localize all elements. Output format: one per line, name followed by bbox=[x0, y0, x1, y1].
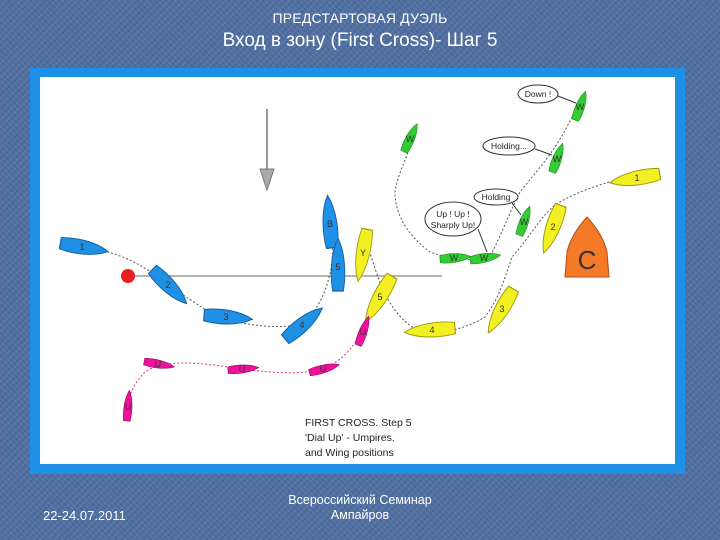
marker-n3-yellow: 3 bbox=[499, 304, 504, 314]
marker-n2-blue: 2 bbox=[165, 280, 170, 290]
start-pin-mark bbox=[121, 269, 135, 283]
bubble-up bbox=[424, 201, 482, 237]
marker-w-6: W bbox=[406, 134, 415, 144]
marker-n4-blue: 4 bbox=[299, 320, 304, 330]
marker-n3-blue: 3 bbox=[223, 312, 228, 322]
marker-w-2: W bbox=[553, 154, 562, 164]
caption-line-3: and Wing positions bbox=[305, 447, 394, 459]
blue-wake bbox=[59, 201, 334, 327]
footer-date: 22-24.07.2011 bbox=[43, 508, 126, 523]
marker-w-1: W bbox=[576, 102, 585, 112]
footer-center: Всероссийский Семинар Ампайров bbox=[270, 493, 450, 523]
marker-n5-yellow: 5 bbox=[377, 292, 382, 302]
slide-title: Вход в зону (First Cross)- Шаг 5 bbox=[222, 30, 498, 51]
green-wake bbox=[394, 94, 583, 260]
bubble-holding-2-text: Holding bbox=[482, 192, 511, 202]
marker-u-4: U bbox=[320, 364, 327, 374]
diagram-caption: FIRST CROSS. Step 5 'Dial Up' - Umpires.… bbox=[305, 417, 412, 459]
marker-u-2: U bbox=[155, 359, 162, 369]
marker-u-3: U bbox=[239, 364, 246, 374]
bubble-up-text-2: Sharply Up! bbox=[431, 220, 475, 230]
footer-line-1: Всероссийский Семинар bbox=[288, 493, 432, 507]
slide-supertitle: ПРЕДСТАРТОВАЯ ДУЭЛЬ bbox=[272, 10, 448, 26]
marker-w-4: W bbox=[480, 253, 489, 263]
marker-n2-yellow: 2 bbox=[550, 222, 555, 232]
bubble-holding-2 bbox=[473, 188, 519, 206]
marker-n5-blue: 5 bbox=[335, 262, 340, 272]
diagram-canvas: W W W W W W U U U U U 1 2 3 4 B 5 1 2 3 … bbox=[40, 77, 675, 464]
bubble-down-text: Down ! bbox=[525, 89, 551, 99]
bubble-down bbox=[517, 84, 559, 104]
boat-markers: W W W W W W U U U U U 1 2 3 4 B 5 1 2 3 … bbox=[79, 102, 639, 412]
marker-u-1: U bbox=[125, 402, 132, 412]
marker-u-5: U bbox=[360, 327, 367, 337]
bubble-holding-1 bbox=[482, 136, 536, 156]
bubble-holding-1-text: Holding... bbox=[491, 141, 527, 151]
committee-boat: C bbox=[564, 216, 610, 278]
green-boats bbox=[399, 89, 591, 266]
bubble-up-text-1: Up ! Up ! bbox=[436, 209, 470, 219]
marker-b-blue: B bbox=[327, 219, 333, 229]
marker-w-3: W bbox=[520, 217, 529, 227]
marker-n4-yellow: 4 bbox=[429, 325, 434, 335]
speech-bubbles bbox=[424, 84, 577, 253]
committee-boat-label: C bbox=[578, 245, 597, 275]
footer-line-2: Ампайров bbox=[330, 508, 390, 522]
yellow-wake bbox=[367, 172, 641, 332]
marker-n1-yellow: 1 bbox=[634, 173, 639, 183]
marker-n1-blue: 1 bbox=[79, 242, 84, 252]
race-diagram: W W W W W W U U U U U 1 2 3 4 B 5 1 2 3 … bbox=[58, 84, 662, 459]
wind-arrow bbox=[259, 109, 275, 192]
caption-line-1: FIRST CROSS. Step 5 bbox=[305, 417, 412, 429]
marker-y-yellow: Y bbox=[360, 248, 366, 258]
marker-w-5: W bbox=[450, 253, 459, 263]
caption-line-2: 'Dial Up' - Umpires. bbox=[305, 432, 395, 444]
